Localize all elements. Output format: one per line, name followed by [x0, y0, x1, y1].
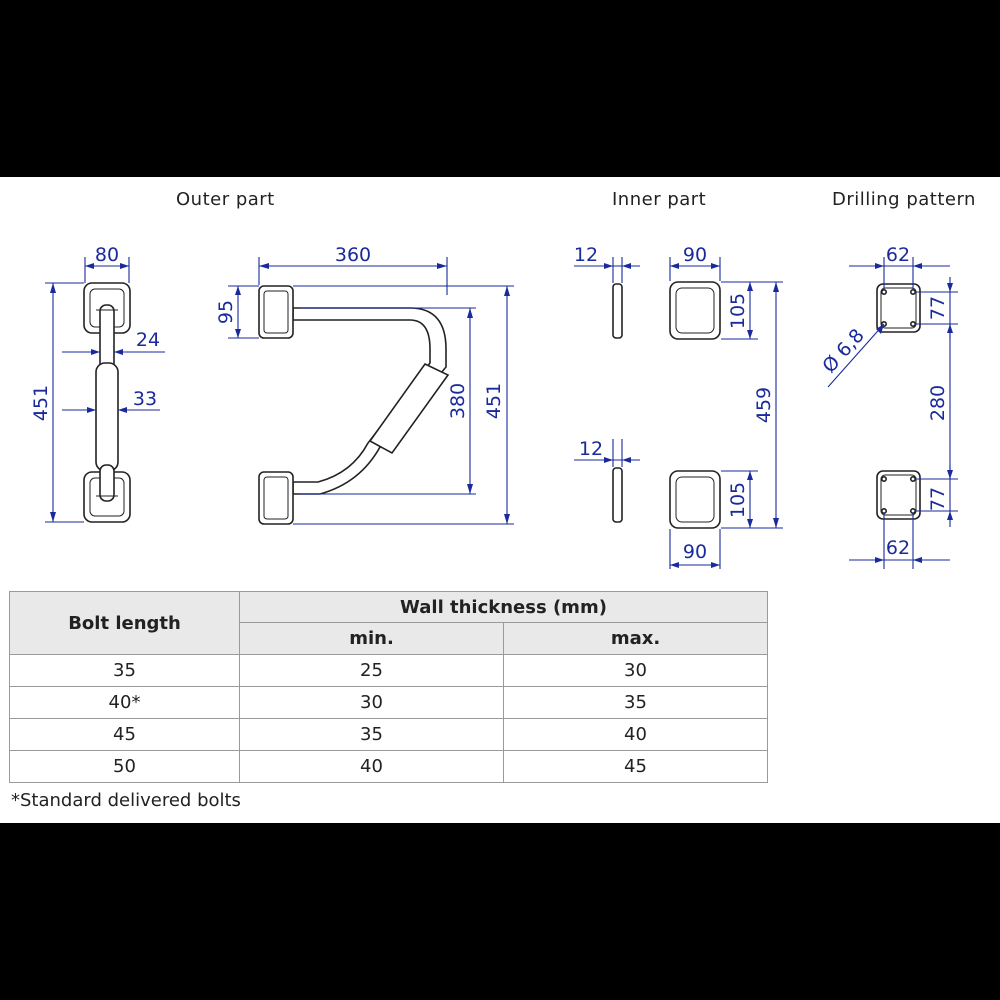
bottom-bracket — [258, 471, 294, 525]
grip-sleeve — [95, 362, 119, 472]
bolt-length-table: Bolt length Wall thickness (mm) min. max… — [9, 591, 768, 783]
cell-min: 25 — [239, 654, 504, 687]
dim-text: 280 — [927, 385, 949, 421]
header-min: min. — [239, 622, 504, 655]
dimension-90-bottom: 90 — [669, 529, 721, 569]
dim-text: 62 — [886, 537, 910, 559]
drill-hole — [880, 289, 887, 296]
cell-min: 40 — [239, 750, 504, 783]
table-row: 35 25 30 — [9, 654, 768, 687]
inner-plate-side-bottom — [612, 467, 623, 523]
dimension-380: 380 — [300, 307, 476, 495]
cell-max: 35 — [503, 686, 768, 719]
drill-plate-top — [876, 283, 921, 333]
dimension-360: 360 — [258, 244, 448, 295]
drill-hole — [909, 475, 916, 482]
header-max: max. — [503, 622, 768, 655]
outer-part-side-view — [258, 285, 450, 525]
dim-text: 90 — [683, 541, 707, 563]
dimension-451-left: 451 — [30, 282, 84, 523]
header-wall-thickness: Wall thickness (mm) — [239, 591, 768, 623]
cell-bolt: 50 — [9, 750, 240, 783]
drill-hole — [909, 289, 916, 296]
inner-part-views — [612, 281, 721, 529]
cell-min: 30 — [239, 686, 504, 719]
dim-text: 105 — [727, 482, 749, 518]
dimension-24: 24 — [62, 329, 165, 355]
drilling-pattern-views — [876, 283, 921, 520]
drill-hole — [909, 507, 916, 514]
cell-bolt: 35 — [9, 654, 240, 687]
dimension-77-bottom: 77 — [915, 465, 958, 527]
dimension-33: 33 — [62, 388, 160, 413]
dim-text: 77 — [927, 487, 949, 511]
drill-hole — [880, 475, 887, 482]
lower-tube — [99, 464, 115, 502]
dim-text: 459 — [753, 387, 775, 423]
dim-text: 451 — [30, 385, 52, 421]
dimension-62-top: 62 — [849, 244, 950, 290]
dimension-hole-diameter: Ø 6,8 — [818, 323, 885, 388]
dimension-12-top: 12 — [574, 244, 640, 283]
inner-plate-side-top — [612, 283, 623, 339]
dim-text: 62 — [886, 244, 910, 266]
drill-hole — [880, 507, 887, 514]
table-row: 50 40 45 — [9, 750, 768, 783]
dim-text: 12 — [579, 438, 603, 460]
cell-min: 35 — [239, 718, 504, 751]
drawing-sheet: Outer part Inner part Drilling pattern 8… — [0, 177, 1000, 823]
outer-part-front-view — [83, 282, 131, 523]
dim-text: 380 — [447, 383, 469, 419]
top-bracket — [258, 285, 294, 339]
dimension-105-bottom: 105 — [721, 470, 758, 529]
dimension-90-top: 90 — [669, 244, 721, 281]
dim-text: 80 — [95, 244, 119, 266]
dimension-451-right: 451 — [293, 285, 514, 525]
dim-text: 77 — [927, 296, 949, 320]
dim-text: 24 — [136, 329, 160, 351]
inner-part-title: Inner part — [612, 189, 707, 210]
dim-text: 451 — [483, 383, 505, 419]
header-bolt-length: Bolt length — [9, 591, 240, 655]
dimension-280: 280 — [915, 324, 958, 480]
table-row: 45 35 40 — [9, 718, 768, 751]
cell-bolt: 40* — [9, 686, 240, 719]
dimension-95: 95 — [215, 285, 259, 339]
dim-text: 95 — [215, 300, 237, 324]
grip-sleeve-side — [368, 362, 450, 455]
footnote: *Standard delivered bolts — [11, 790, 241, 811]
dim-text: 360 — [335, 244, 371, 266]
inner-plate-top — [669, 281, 721, 340]
dimension-459: 459 — [721, 281, 783, 529]
drilling-pattern-title: Drilling pattern — [832, 189, 976, 210]
dim-text: 33 — [133, 388, 157, 410]
dimension-105-top: 105 — [721, 281, 758, 340]
cell-max: 40 — [503, 718, 768, 751]
drill-plate-bottom — [876, 470, 921, 520]
upper-tube — [99, 304, 115, 370]
drill-hole — [909, 321, 916, 328]
cell-max: 30 — [503, 654, 768, 687]
inner-plate-bottom — [669, 470, 721, 529]
dimension-80: 80 — [84, 244, 130, 283]
dimension-62-bottom: 62 — [849, 513, 950, 569]
table-row: 40* 30 35 — [9, 686, 768, 719]
dim-text: 105 — [727, 293, 749, 329]
technical-drawing: 80 451 24 33 — [30, 244, 958, 569]
outer-part-title: Outer part — [176, 189, 275, 210]
cell-bolt: 45 — [9, 718, 240, 751]
dim-text: 90 — [683, 244, 707, 266]
dim-text: 12 — [574, 244, 598, 266]
dimension-12-bottom: 12 — [574, 438, 640, 467]
cell-max: 45 — [503, 750, 768, 783]
dimension-77-top: 77 — [915, 277, 958, 339]
